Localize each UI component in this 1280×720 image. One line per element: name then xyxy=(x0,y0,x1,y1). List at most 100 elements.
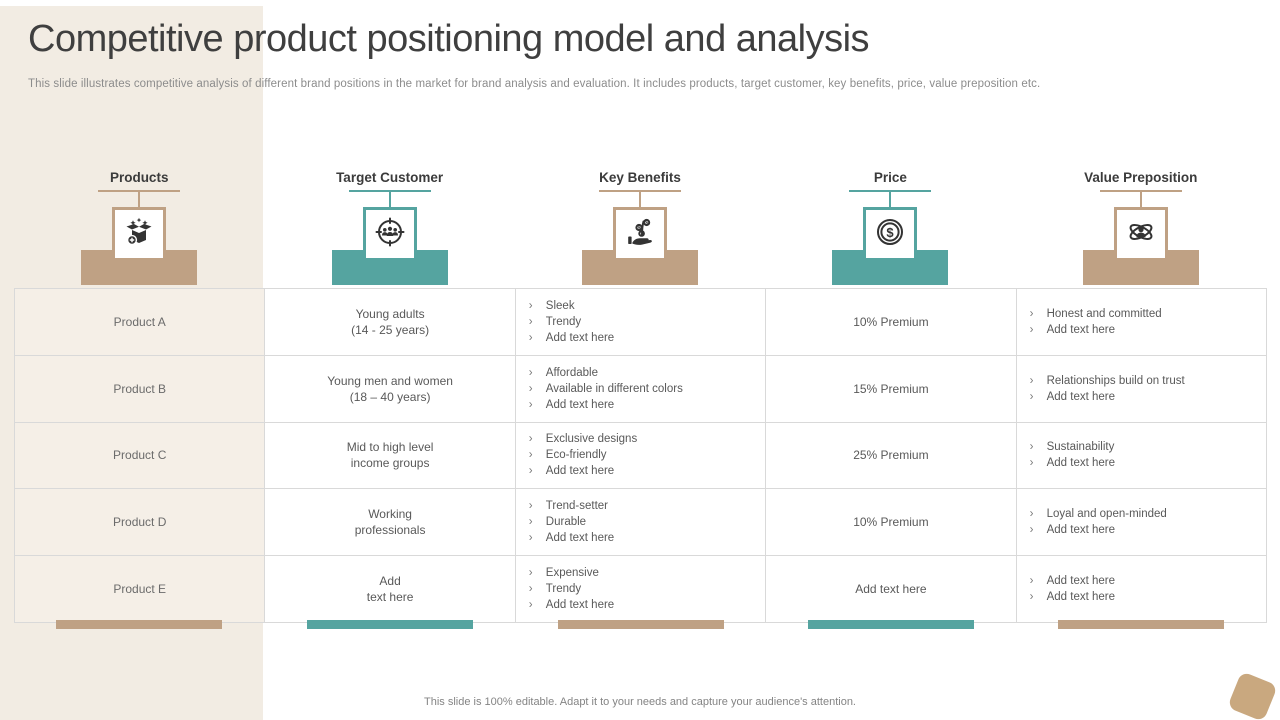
product-box-icon xyxy=(123,216,155,253)
price-connector xyxy=(889,192,892,207)
bullet-item: Eco-friendly xyxy=(528,447,637,463)
key-benefits-bottom-bar xyxy=(558,620,724,629)
bullet-item: Relationships build on trust xyxy=(1029,373,1185,389)
value-preposition-connector xyxy=(1139,192,1142,207)
decorative-square xyxy=(1227,671,1278,720)
header-products: Products xyxy=(14,170,264,285)
bullet-item: Add text here xyxy=(528,330,614,346)
table-row: Product E Add text here ExpensiveTrendyA… xyxy=(15,556,1267,623)
svg-text:$: $ xyxy=(637,225,640,231)
bullet-item: Add text here xyxy=(1029,522,1167,538)
key-benefits-connector xyxy=(638,192,641,207)
price-cell: 15% Premium xyxy=(766,355,1017,423)
product-name-cell: Product E xyxy=(15,556,266,623)
target-customer-icon-frame xyxy=(362,207,417,261)
value-preposition-cell: Loyal and open-mindedAdd text here xyxy=(1016,489,1267,557)
value-preposition-cell: SustainabilityAdd text here xyxy=(1016,422,1267,490)
table-row: Product C Mid to high level income group… xyxy=(15,422,1267,490)
table-row: Product B Young men and women (18 – 40 y… xyxy=(15,355,1267,423)
bullet-item: Affordable xyxy=(528,365,683,381)
products-icon-frame xyxy=(112,207,167,261)
value-preposition-cell: Relationships build on trustAdd text her… xyxy=(1016,355,1267,423)
target-customer-underline xyxy=(348,190,431,192)
target-customer-cell: Working professionals xyxy=(265,489,516,557)
bullet-item: Sleek xyxy=(528,298,614,314)
price-cell: 25% Premium xyxy=(766,422,1017,490)
key-benefits-cell: SleekTrendyAdd text here xyxy=(515,289,767,356)
products-bottom-bar xyxy=(56,620,222,629)
key-benefits-figure: $ $ xyxy=(581,207,698,285)
bullet-item: Add text here xyxy=(528,397,683,413)
bullet-item: Expensive xyxy=(528,565,614,581)
key-benefits-cell: Exclusive designsEco-friendlyAdd text he… xyxy=(515,422,767,490)
bullet-item: Trend-setter xyxy=(528,498,614,514)
header-price: Price $ xyxy=(765,170,1015,285)
target-customer-connector xyxy=(388,192,391,207)
value-preposition-cell: Honest and committedAdd text here xyxy=(1016,289,1267,356)
target-customer-figure xyxy=(331,207,448,285)
price-header-label: Price xyxy=(873,170,907,185)
product-name-cell: Product D xyxy=(15,489,266,557)
price-cell: 10% Premium xyxy=(766,489,1017,557)
key-benefits-cell: Trend-setterDurableAdd text here xyxy=(515,489,767,557)
price-underline xyxy=(849,190,932,192)
bullet-item: Add text here xyxy=(1029,573,1115,589)
bullet-item: Trendy xyxy=(528,581,614,597)
products-figure xyxy=(81,207,198,285)
bullet-item: Add text here xyxy=(528,597,614,613)
dollar-coin-icon: $ xyxy=(874,216,906,253)
svg-text:$: $ xyxy=(887,225,895,240)
value-preposition-header-label: Value Preposition xyxy=(1084,170,1198,185)
price-icon-frame: $ xyxy=(863,207,918,261)
key-benefits-cell: AffordableAvailable in different colorsA… xyxy=(515,355,767,423)
bullet-item: Add text here xyxy=(1029,455,1115,471)
value-preposition-underline xyxy=(1099,190,1182,192)
target-customer-cell: Mid to high level income groups xyxy=(265,422,516,490)
products-underline xyxy=(98,190,181,192)
bullet-item: Add text here xyxy=(528,530,614,546)
page-title: Competitive product positioning model an… xyxy=(28,18,870,60)
slide-description: This slide illustrates competitive analy… xyxy=(28,78,1041,90)
table-row: Product A Young adults (14 - 25 years) S… xyxy=(15,289,1267,356)
target-customer-cell: Young adults (14 - 25 years) xyxy=(265,289,516,356)
header-key-benefits: Key Benefits $ $ xyxy=(515,170,765,285)
target-customer-cell: Add text here xyxy=(265,556,516,623)
bullet-item: Sustainability xyxy=(1029,439,1115,455)
bullet-item: Exclusive designs xyxy=(528,431,637,447)
header-value-preposition: Value Preposition xyxy=(1016,170,1266,285)
key-benefits-underline xyxy=(598,190,681,192)
value-preposition-bottom-bar xyxy=(1058,620,1224,629)
target-customer-bottom-bar xyxy=(307,620,473,629)
bullet-item: Durable xyxy=(528,514,614,530)
products-header-label: Products xyxy=(109,170,169,185)
hand-money-growth-icon: $ $ xyxy=(624,216,656,253)
price-cell: 10% Premium xyxy=(766,289,1017,356)
price-cell: Add text here xyxy=(766,556,1017,623)
product-name-cell: Product A xyxy=(15,289,266,356)
value-preposition-figure xyxy=(1082,207,1199,285)
editable-note: This slide is 100% editable. Adapt it to… xyxy=(424,696,856,708)
column-headers: Products xyxy=(14,170,1266,285)
bullet-item: Trendy xyxy=(528,314,614,330)
bullet-item: Add text here xyxy=(1029,322,1162,338)
bullet-item: Add text here xyxy=(1029,589,1115,605)
header-target-customer: Target Customer xyxy=(264,170,514,285)
key-benefits-icon-frame: $ $ xyxy=(612,207,667,261)
products-connector xyxy=(138,192,141,207)
price-figure: $ xyxy=(832,207,949,285)
price-bottom-bar xyxy=(808,620,974,629)
key-benefits-cell: ExpensiveTrendyAdd text here xyxy=(515,556,767,623)
comparison-table: Product A Young adults (14 - 25 years) S… xyxy=(14,288,1267,623)
key-benefits-header-label: Key Benefits xyxy=(599,170,681,185)
bullet-item: Loyal and open-minded xyxy=(1029,506,1167,522)
bullet-item: Honest and committed xyxy=(1029,306,1162,322)
value-preposition-icon-frame xyxy=(1113,207,1168,261)
product-name-cell: Product C xyxy=(15,422,266,490)
target-audience-icon xyxy=(374,216,406,253)
target-customer-header-label: Target Customer xyxy=(336,170,444,185)
person-atom-icon xyxy=(1125,216,1157,253)
bullet-item: Add text here xyxy=(528,463,637,479)
svg-text:$: $ xyxy=(645,220,648,226)
table-row: Product D Working professionals Trend-se… xyxy=(15,489,1267,557)
